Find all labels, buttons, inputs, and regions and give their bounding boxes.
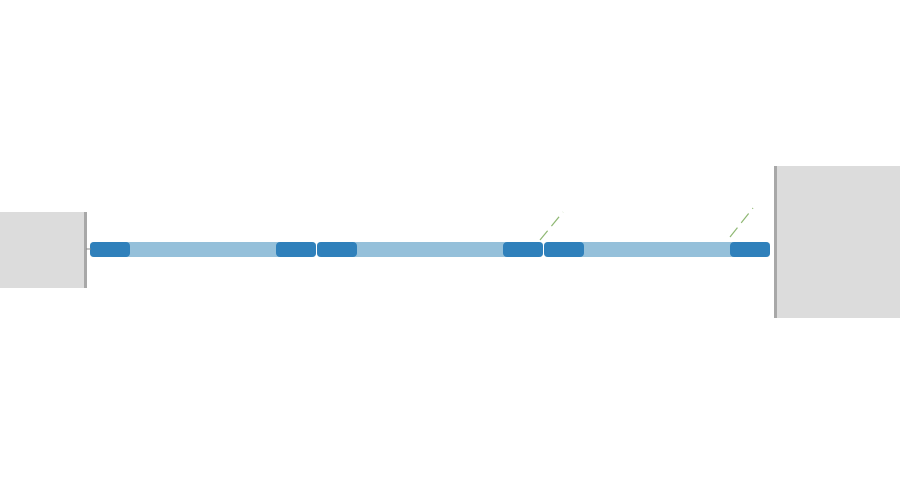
right-wall-block xyxy=(774,166,900,318)
segment-1-right-handle[interactable] xyxy=(276,242,316,257)
left-wall-block xyxy=(0,212,87,288)
guide-line-2 xyxy=(729,207,754,238)
chain-segment-2[interactable] xyxy=(317,242,543,257)
chain-segment-3[interactable] xyxy=(544,242,770,257)
segment-3-left-handle[interactable] xyxy=(544,242,584,257)
segment-1-left-handle[interactable] xyxy=(90,242,130,257)
chain-segment-1[interactable] xyxy=(90,242,316,257)
segment-2-left-handle[interactable] xyxy=(317,242,357,257)
guide-line-1 xyxy=(539,211,564,241)
segment-3-right-handle[interactable] xyxy=(730,242,770,257)
segment-2-right-handle[interactable] xyxy=(503,242,543,257)
